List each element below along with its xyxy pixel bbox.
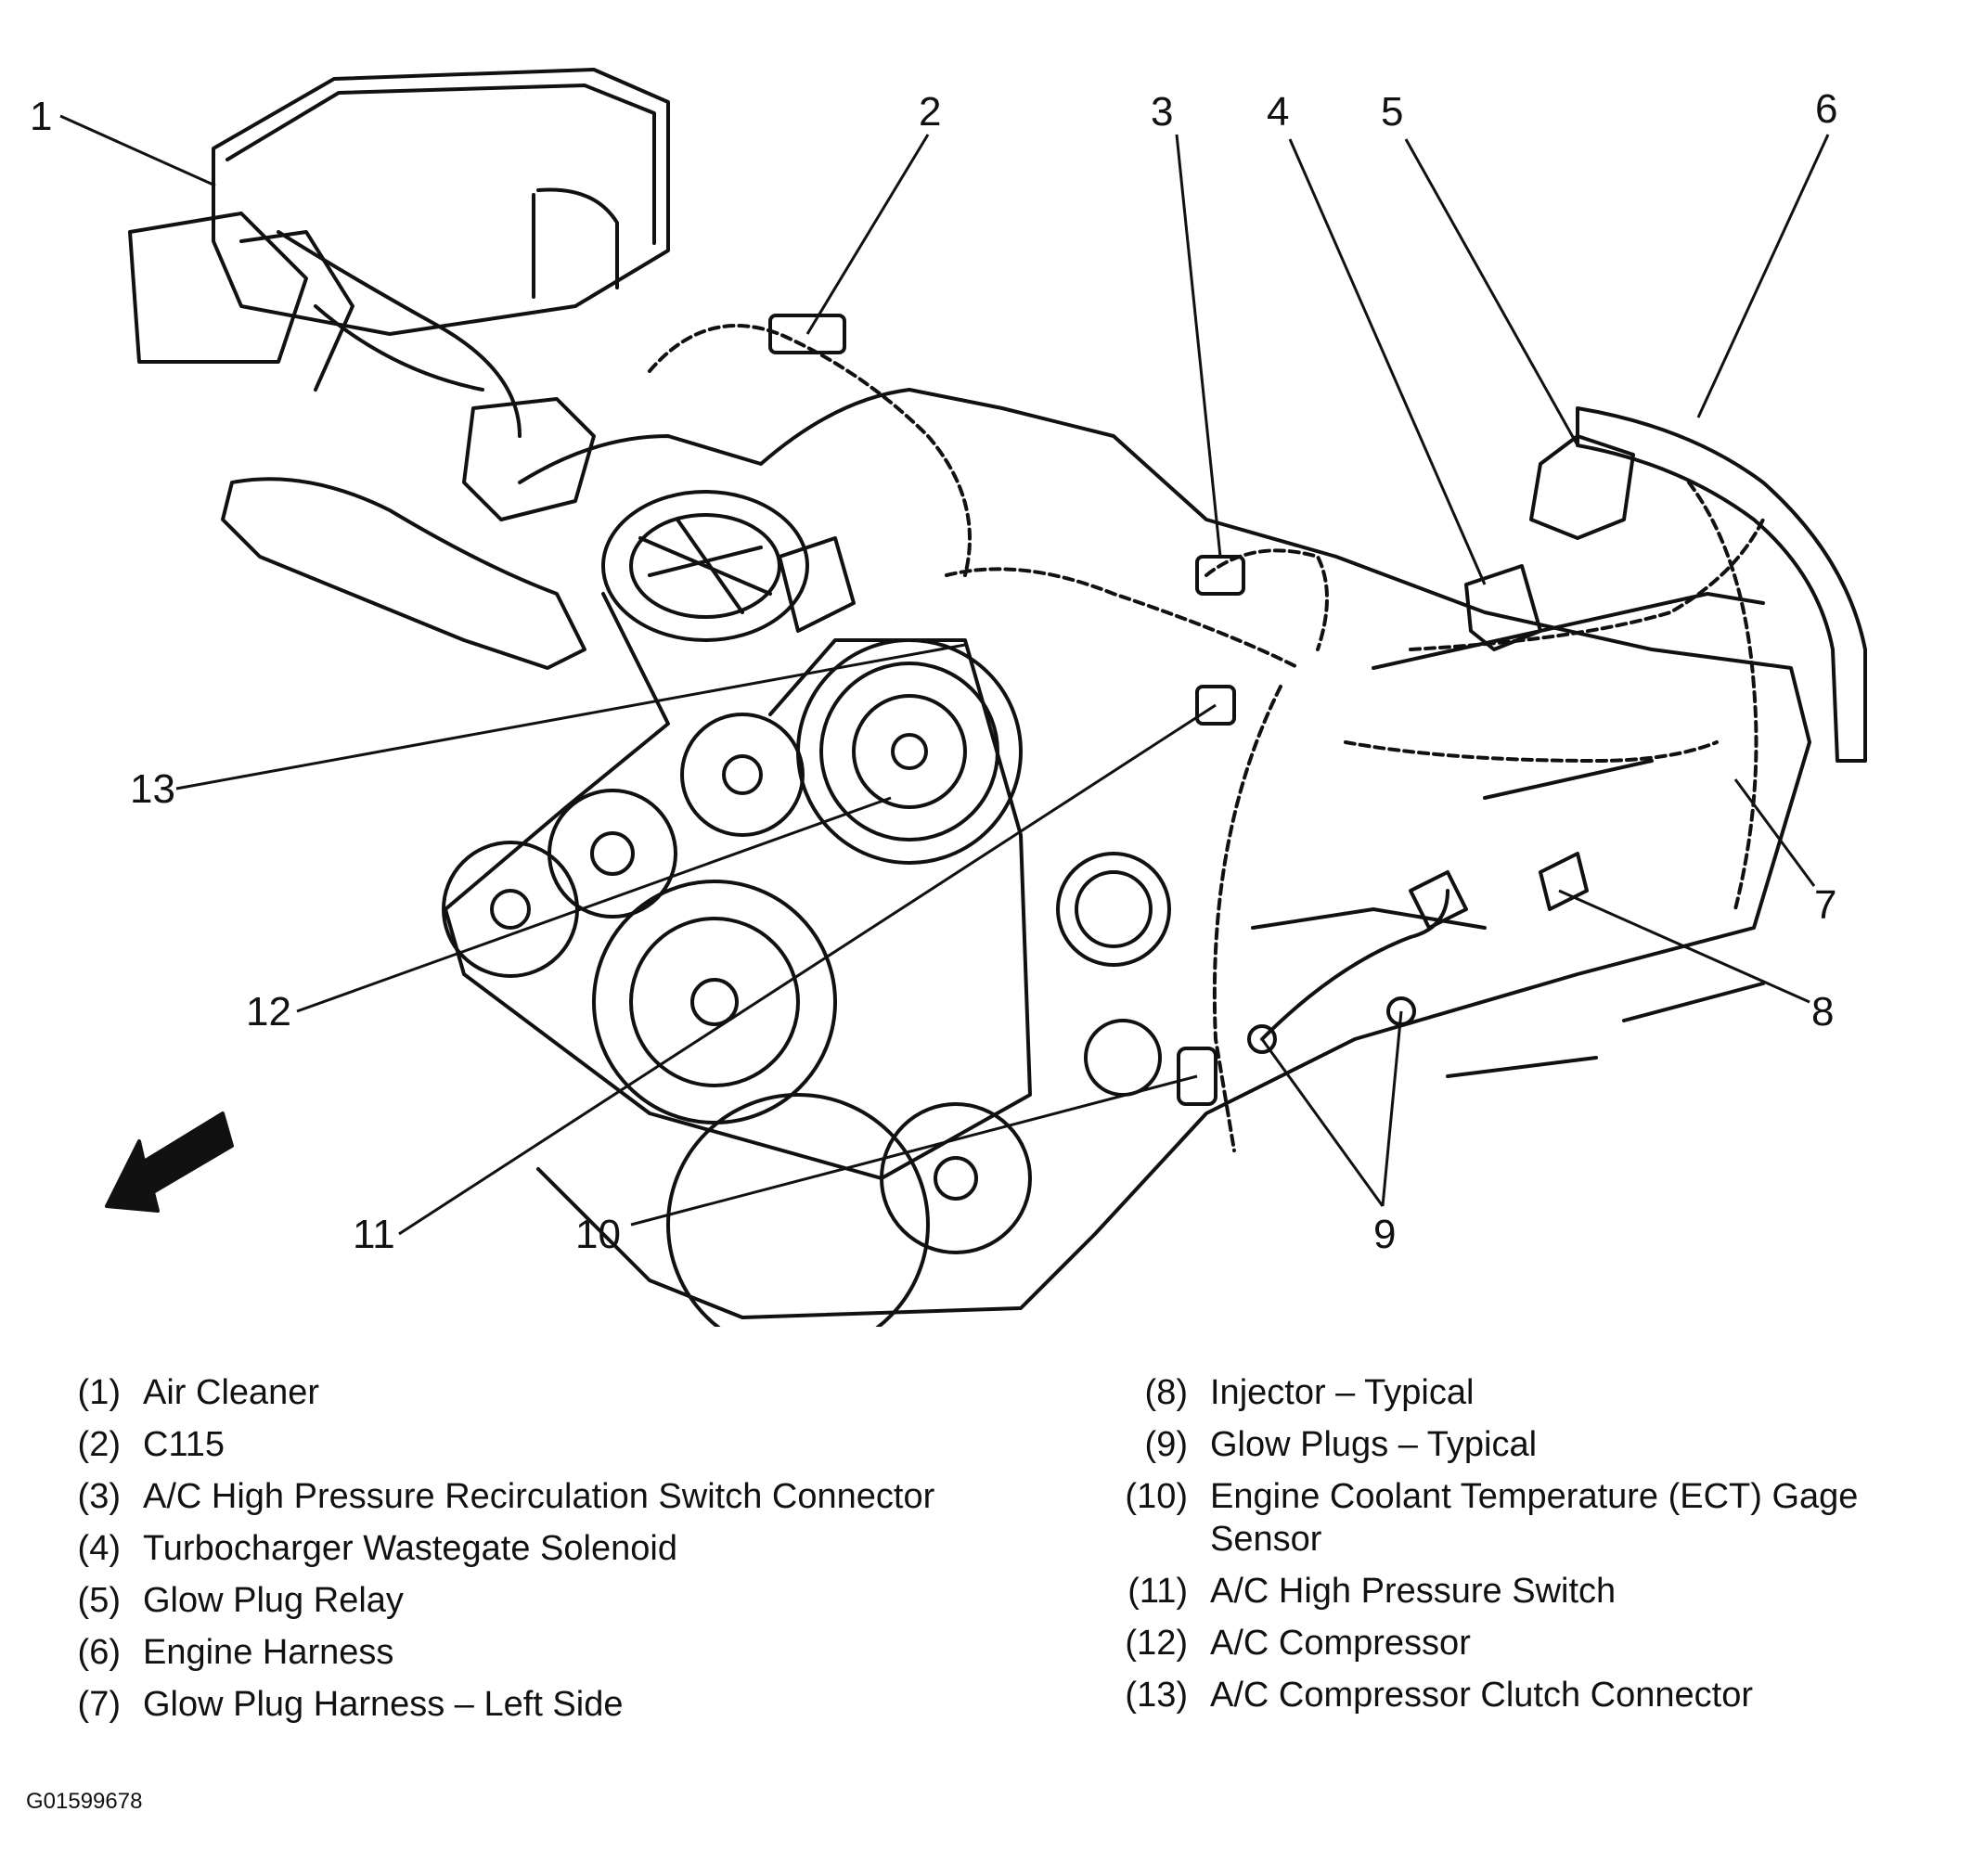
legend-item: (9)Glow Plugs – Typical xyxy=(1144,1425,1538,1464)
wastegate-solenoid-drawing xyxy=(1464,564,1542,651)
callout-6: 6 xyxy=(1815,86,1837,132)
legend-item: (12)A/C Compressor xyxy=(1125,1624,1471,1663)
engine-harness-tube-drawing xyxy=(1576,406,1867,763)
figure-id: G01599678 xyxy=(26,1789,143,1814)
callout-3: 3 xyxy=(1151,89,1173,135)
ect-sensor-drawing xyxy=(1177,1047,1217,1106)
callout-7: 7 xyxy=(1814,882,1836,928)
callout-8: 8 xyxy=(1811,989,1834,1034)
legend-item: (7)Glow Plug Harness – Left Side xyxy=(77,1685,624,1724)
callout-5: 5 xyxy=(1381,89,1403,135)
leader-lines xyxy=(59,114,1830,1236)
pulleys-drawing xyxy=(442,638,1171,1327)
legend-left: (1)Air Cleaner (2)C115 (3)A/C High Press… xyxy=(37,1371,1039,1735)
legend-item: (11)A/C High Pressure Switch xyxy=(1127,1572,1617,1611)
legend-item: (8)Injector – Typical xyxy=(1144,1373,1475,1412)
connector-3-drawing xyxy=(1195,555,1245,596)
engine-diagram: 1 2 3 4 5 6 7 8 9 10 11 12 13 xyxy=(30,68,1867,1327)
legend-item: (1)Air Cleaner xyxy=(77,1373,320,1412)
callout-1: 1 xyxy=(30,94,52,139)
callout-13: 13 xyxy=(130,766,175,812)
legend-item: (4)Turbocharger Wastegate Solenoid xyxy=(77,1529,677,1568)
callout-2: 2 xyxy=(919,89,941,135)
legend-item: (3)A/C High Pressure Recirculation Switc… xyxy=(77,1477,935,1516)
callout-9: 9 xyxy=(1373,1212,1396,1257)
engine-block-drawing xyxy=(518,388,1811,1319)
legend-item: (6)Engine Harness xyxy=(77,1633,394,1672)
intake-pipe-drawing xyxy=(221,477,586,670)
callout-12: 12 xyxy=(246,989,291,1034)
callout-11: 11 xyxy=(353,1212,395,1257)
legend-item: (5)Glow Plug Relay xyxy=(77,1581,404,1620)
callout-4: 4 xyxy=(1267,89,1289,135)
connector-2-drawing xyxy=(768,314,846,354)
wiring-harness-drawing xyxy=(648,324,1765,1152)
callout-10: 10 xyxy=(575,1212,621,1257)
glow-plug-relay-drawing xyxy=(1529,434,1635,540)
legend-item: (2)C115 xyxy=(77,1425,225,1464)
legend-item: (13)A/C Compressor Clutch Connector xyxy=(1125,1676,1753,1715)
alternator-drawing xyxy=(601,490,856,642)
legend-right: (8)Injector – Typical (9)Glow Plugs – Ty… xyxy=(1086,1371,1958,1726)
air-cleaner-drawing xyxy=(128,68,670,521)
drive-belt-drawing xyxy=(444,592,1032,1180)
legend-item: (10)Engine Coolant Temperature (ECT) Gag… xyxy=(1125,1477,1859,1559)
connector-11-drawing xyxy=(1195,685,1236,726)
front-direction-arrow xyxy=(105,1111,234,1213)
